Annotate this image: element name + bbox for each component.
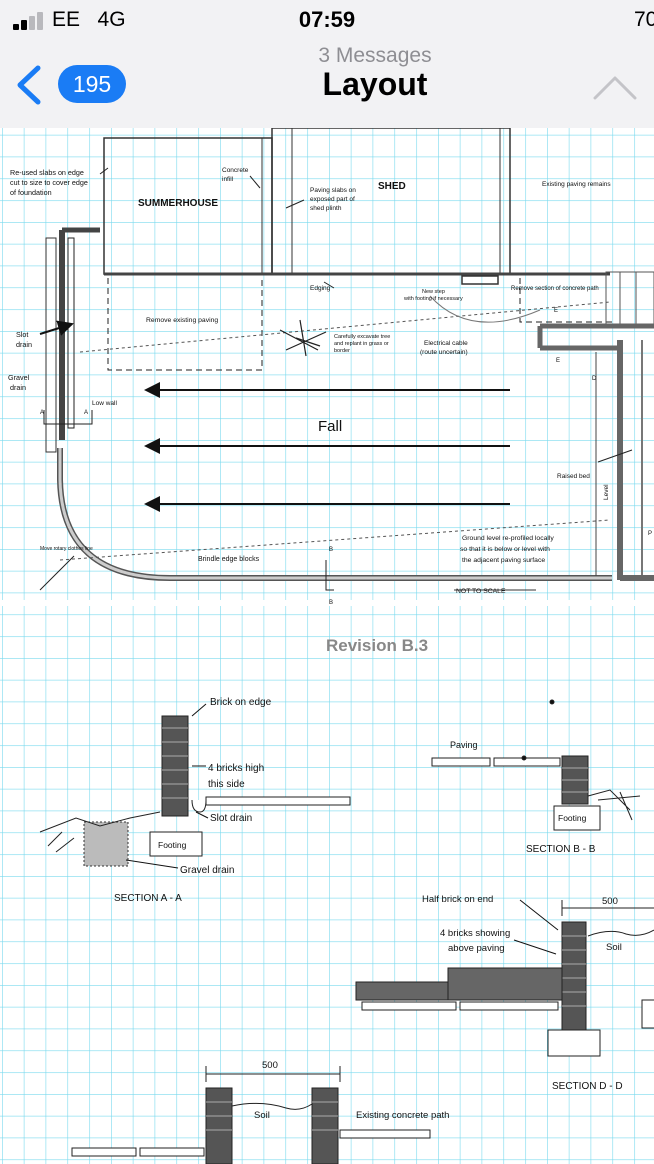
dimension-c-label: 500 bbox=[262, 1060, 278, 1071]
concrete-infill-label-1: Concrete bbox=[222, 167, 249, 174]
section-mark-b-bottom: B bbox=[329, 600, 333, 606]
section-d-d bbox=[355, 899, 654, 1057]
raised-bed-label: Raised bed bbox=[557, 473, 590, 480]
remove-paving-label: Remove existing paving bbox=[146, 317, 218, 324]
section-mark-d: D bbox=[592, 376, 597, 382]
gravel-drain-label-2: drain bbox=[10, 383, 26, 392]
section-a-title: SECTION A - A bbox=[114, 893, 182, 904]
status-bar: EE 4G 07:59 70 bbox=[0, 0, 654, 42]
revision-label: Revision B.3 bbox=[326, 636, 428, 655]
footing-a-label: Footing bbox=[158, 840, 187, 850]
edging-label: Edging bbox=[310, 285, 331, 292]
slot-drain-label-1: Slot bbox=[16, 330, 28, 339]
section-mark-e-bottom: E bbox=[556, 358, 560, 364]
page-title: Layout bbox=[322, 66, 428, 102]
soil-d-label: Soil bbox=[606, 942, 622, 953]
new-step-label-1: New step bbox=[422, 289, 445, 295]
four-showing-label-2: above paving bbox=[448, 943, 505, 954]
electrical-cable-label-2: (route uncertain) bbox=[420, 349, 468, 356]
level-label: Level bbox=[603, 484, 610, 500]
excavate-tree-label-2: and replant in grass or bbox=[334, 341, 389, 347]
site-plan bbox=[39, 128, 654, 591]
carrier-name: EE bbox=[52, 8, 81, 31]
clock: 07:59 bbox=[298, 7, 356, 32]
reused-slabs-label-1: Re-used slabs on edge bbox=[10, 168, 84, 177]
plan-labels: Re-used slabs on edge cut to size to cov… bbox=[8, 167, 652, 606]
rotary-clothes-label: Move rotary clothes line bbox=[40, 546, 93, 552]
existing-paving-label: Existing paving remains bbox=[542, 181, 611, 188]
message-count: 3 Messages bbox=[318, 44, 432, 67]
not-to-scale-label: NOT TO SCALE bbox=[456, 588, 506, 595]
brick-on-edge-label: Brick on edge bbox=[210, 697, 272, 708]
ground-level-label-2: so that it is below or level with bbox=[460, 546, 550, 553]
ground-level-label-1: Ground level re-profiled locally bbox=[462, 535, 554, 542]
paving-b-label: Paving bbox=[450, 740, 478, 750]
new-step-label-2: with footing if necessary bbox=[403, 296, 463, 302]
half-brick-label: Half brick on end bbox=[422, 894, 493, 905]
navigation-bar: 195 3 Messages Layout bbox=[0, 42, 654, 128]
carrier-label: EE 4G bbox=[52, 8, 126, 32]
excavate-tree-label-3: border bbox=[334, 348, 350, 354]
paving-slabs-label-3: shed plinth bbox=[310, 205, 342, 212]
back-chevron-icon[interactable] bbox=[14, 64, 44, 106]
soil-c-label: Soil bbox=[254, 1110, 270, 1121]
section-b-b bbox=[431, 699, 641, 831]
drawing-attachment[interactable]: Re-used slabs on edge cut to size to cov… bbox=[0, 128, 654, 1164]
low-wall-label: Low wall bbox=[92, 400, 117, 407]
layout-drawing: Re-used slabs on edge cut to size to cov… bbox=[0, 128, 654, 1164]
slot-drain-section-label: Slot drain bbox=[210, 813, 252, 824]
reused-slabs-label-2: cut to size to cover edge bbox=[10, 178, 88, 187]
concrete-infill-label-2: infill bbox=[222, 176, 234, 183]
gravel-drain-section-label: Gravel drain bbox=[180, 865, 234, 876]
section-mark-a-right: A bbox=[84, 410, 88, 416]
shed-label: SHED bbox=[378, 181, 406, 192]
section-partial-bottom bbox=[71, 1066, 431, 1164]
section-mark-e-top: E bbox=[554, 308, 558, 314]
slot-drain-label-2: drain bbox=[16, 340, 32, 349]
section-mark-p: P bbox=[648, 531, 652, 537]
excavate-tree-label-1: Carefully excavate tree bbox=[334, 334, 390, 340]
four-bricks-label-1: 4 bricks high bbox=[208, 763, 264, 774]
gravel-drain-label-1: Gravel bbox=[8, 373, 30, 382]
brindle-label: Brindle edge blocks bbox=[198, 556, 260, 563]
summerhouse-label: SUMMERHOUSE bbox=[138, 198, 218, 209]
section-a-a bbox=[39, 703, 351, 869]
reused-slabs-label-3: of foundation bbox=[10, 188, 52, 197]
section-mark-a-left: A bbox=[40, 410, 44, 416]
footing-b-label: Footing bbox=[558, 813, 587, 823]
existing-path-label: Existing concrete path bbox=[356, 1110, 449, 1121]
section-b-title: SECTION B - B bbox=[526, 844, 596, 855]
network-type: 4G bbox=[97, 8, 126, 31]
battery-level: 70 bbox=[634, 8, 654, 31]
dimension-d-label: 500 bbox=[602, 896, 618, 907]
electrical-cable-label-1: Electrical cable bbox=[424, 340, 468, 347]
back-count-badge[interactable]: 195 bbox=[58, 65, 126, 103]
remove-concrete-label: Remove section of concrete path bbox=[511, 286, 599, 292]
chevron-up-icon[interactable] bbox=[592, 72, 638, 102]
paving-slabs-label-1: Paving slabs on bbox=[310, 187, 356, 194]
paving-slabs-label-2: exposed part of bbox=[310, 196, 355, 203]
four-showing-label-1: 4 bricks showing bbox=[440, 928, 510, 939]
signal-strength-icon bbox=[13, 12, 47, 30]
four-bricks-label-2: this side bbox=[208, 779, 245, 790]
fall-label: Fall bbox=[318, 418, 342, 435]
section-d-title: SECTION D - D bbox=[552, 1081, 623, 1092]
section-mark-b-top: B bbox=[329, 547, 333, 553]
ground-level-label-3: the adjacent paving surface bbox=[462, 557, 545, 564]
